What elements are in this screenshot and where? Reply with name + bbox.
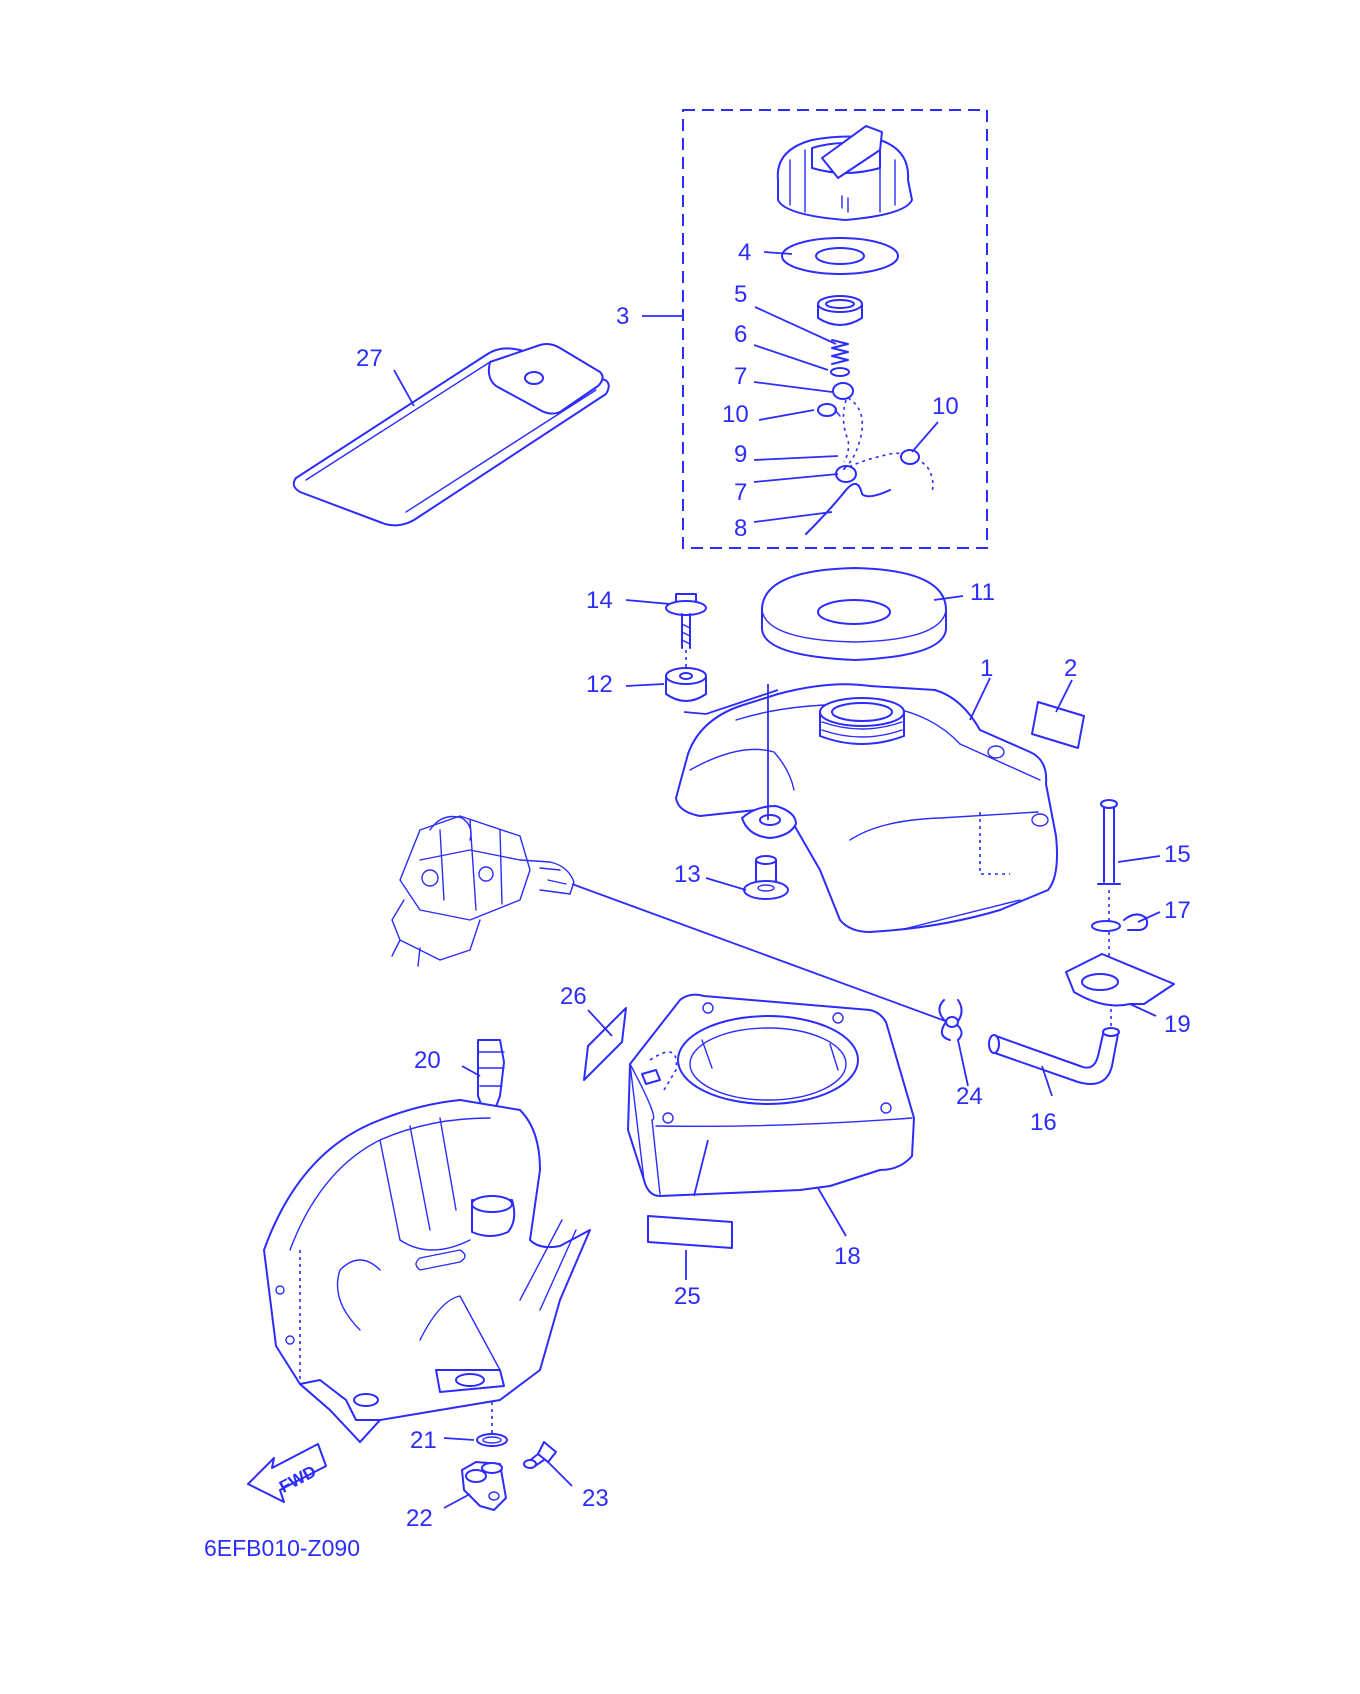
callout-12: 12 xyxy=(586,671,613,698)
washer-part-6 xyxy=(830,367,850,377)
callout-17: 17 xyxy=(1164,897,1191,924)
callout-23: 23 xyxy=(582,1485,609,1512)
callout-7-lower: 7 xyxy=(734,479,747,506)
callout-3: 3 xyxy=(616,303,629,330)
callout-14: 14 xyxy=(586,587,613,614)
bracket-part-19 xyxy=(1065,953,1175,1007)
fuel-tank-part-1 xyxy=(675,683,1058,933)
o-ring-part-21-inner xyxy=(482,1436,502,1444)
label-part-26 xyxy=(583,1007,627,1081)
callout-10-right: 10 xyxy=(932,393,959,420)
callout-6: 6 xyxy=(734,321,747,348)
chain-part-9 xyxy=(817,397,934,493)
callout-10-left: 10 xyxy=(722,401,749,428)
collar-part-13 xyxy=(743,855,789,900)
clip-part-24 xyxy=(938,999,963,1041)
callout-26: 26 xyxy=(560,983,587,1010)
callout-11: 11 xyxy=(970,579,995,606)
tool-pouch-part-27 xyxy=(292,343,610,527)
callout-9: 9 xyxy=(734,441,747,468)
callout-19: 19 xyxy=(1164,1011,1191,1038)
fuel-cap xyxy=(776,125,913,221)
label-part-25 xyxy=(647,1215,733,1249)
callout-15: 15 xyxy=(1164,841,1191,868)
callout-2: 2 xyxy=(1064,655,1077,682)
callout-13: 13 xyxy=(674,861,701,888)
fuel-cap-assembly-box xyxy=(682,109,988,549)
callout-8: 8 xyxy=(734,515,747,542)
clip-part-17 xyxy=(1123,913,1149,931)
callout-25: 25 xyxy=(674,1283,701,1310)
carburetor xyxy=(391,815,575,967)
bottom-cover-part-18 xyxy=(627,993,915,1197)
callout-20: 20 xyxy=(414,1047,441,1074)
o-ring-part-21 xyxy=(476,1433,508,1447)
callout-leaders xyxy=(393,251,1161,1509)
callout-16: 16 xyxy=(1030,1109,1057,1136)
fwd-direction-arrow: FWD xyxy=(247,1443,327,1503)
callout-4: 4 xyxy=(738,239,751,266)
callout-1: 1 xyxy=(980,655,993,682)
drawing-code: 6EFB010-Z090 xyxy=(204,1535,360,1561)
washer-part-17 xyxy=(1091,920,1121,932)
callout-24: 24 xyxy=(956,1083,983,1110)
label-part-2 xyxy=(1031,701,1085,749)
bottom-cowling xyxy=(263,1099,591,1443)
ring-part-7-upper xyxy=(832,382,854,400)
callout-5: 5 xyxy=(734,281,747,308)
bolt-part-15 xyxy=(1097,799,1121,960)
clip-part-8 xyxy=(805,483,891,535)
callout-22: 22 xyxy=(406,1505,433,1532)
ring-part-7-lower xyxy=(835,465,857,483)
callout-18: 18 xyxy=(834,1243,861,1270)
bolt-part-14 xyxy=(665,593,707,670)
vent-part-5 xyxy=(817,295,863,326)
spring-part-6 xyxy=(831,339,849,365)
cushion-part-11 xyxy=(761,567,947,661)
callout-numbers: 4 5 6 7 10 9 7 8 10 3 27 11 14 12 1 2 13… xyxy=(356,239,1191,1532)
hose-part-16 xyxy=(988,1004,1120,1085)
grommet-part-12 xyxy=(665,667,707,702)
callout-21: 21 xyxy=(410,1427,437,1454)
drain-plug-part-22 xyxy=(461,1461,507,1511)
callout-27: 27 xyxy=(356,345,383,372)
callout-7-upper: 7 xyxy=(734,363,747,390)
fuel-line xyxy=(571,883,949,1023)
gasket-part-4 xyxy=(781,237,899,275)
